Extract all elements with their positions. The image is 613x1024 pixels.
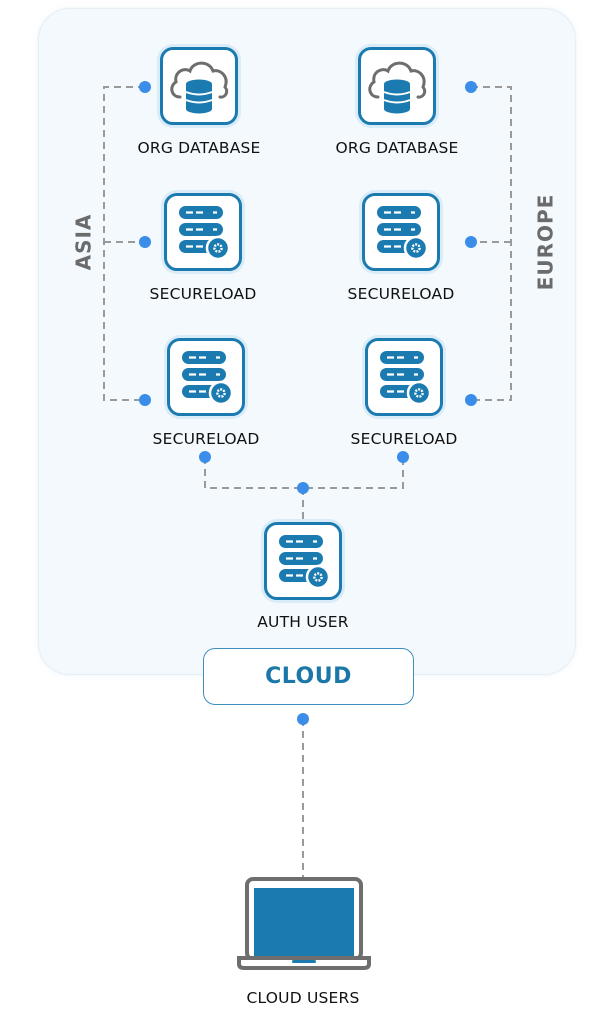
cloud-database-icon bbox=[368, 61, 427, 114]
connector-dot bbox=[297, 713, 309, 725]
connector-dot bbox=[465, 394, 477, 406]
auth-user-node[interactable] bbox=[264, 522, 342, 600]
europe-org-database-label: ORG DATABASE bbox=[335, 139, 459, 157]
europe-secureload-node-1[interactable] bbox=[362, 193, 440, 271]
secureload-to-auth-connector bbox=[204, 457, 404, 489]
server-gear-icon bbox=[377, 206, 429, 261]
asia-secureload-node-1[interactable] bbox=[164, 193, 242, 271]
connector-dot bbox=[397, 451, 409, 463]
server-gear-icon bbox=[182, 351, 234, 406]
region-label-europe: EUROPE bbox=[533, 193, 558, 291]
connector-dot bbox=[465, 236, 477, 248]
auth-user-label: AUTH USER bbox=[257, 613, 349, 631]
asia-org-database-node[interactable] bbox=[160, 47, 238, 125]
cloud-users-label: CLOUD USERS bbox=[246, 989, 360, 1007]
asia-secureload-node-2[interactable] bbox=[167, 338, 245, 416]
region-label-asia: ASIA bbox=[71, 213, 96, 271]
connector-dot bbox=[199, 451, 211, 463]
europe-org-database-node[interactable] bbox=[358, 47, 436, 125]
europe-secureload-label-2: SECURELOAD bbox=[350, 430, 458, 448]
server-gear-icon bbox=[380, 351, 432, 406]
cloud-database-icon bbox=[170, 61, 229, 114]
connector-dot bbox=[297, 482, 309, 494]
server-gear-icon bbox=[279, 535, 331, 590]
asia-secureload-label-2: SECURELOAD bbox=[152, 430, 260, 448]
cloud-box[interactable]: CLOUD bbox=[203, 648, 414, 705]
asia-secureload-label-1: SECURELOAD bbox=[149, 285, 257, 303]
laptop-icon[interactable] bbox=[236, 876, 372, 971]
server-gear-icon bbox=[179, 206, 231, 261]
connector-dot bbox=[139, 81, 151, 93]
connector-dot bbox=[139, 236, 151, 248]
asia-org-database-label: ORG DATABASE bbox=[137, 139, 261, 157]
europe-secureload-node-2[interactable] bbox=[365, 338, 443, 416]
asia-connector bbox=[103, 86, 145, 401]
europe-connector bbox=[471, 86, 512, 401]
connector-dot bbox=[465, 81, 477, 93]
europe-secureload-label-1: SECURELOAD bbox=[347, 285, 455, 303]
connector-dot bbox=[139, 394, 151, 406]
